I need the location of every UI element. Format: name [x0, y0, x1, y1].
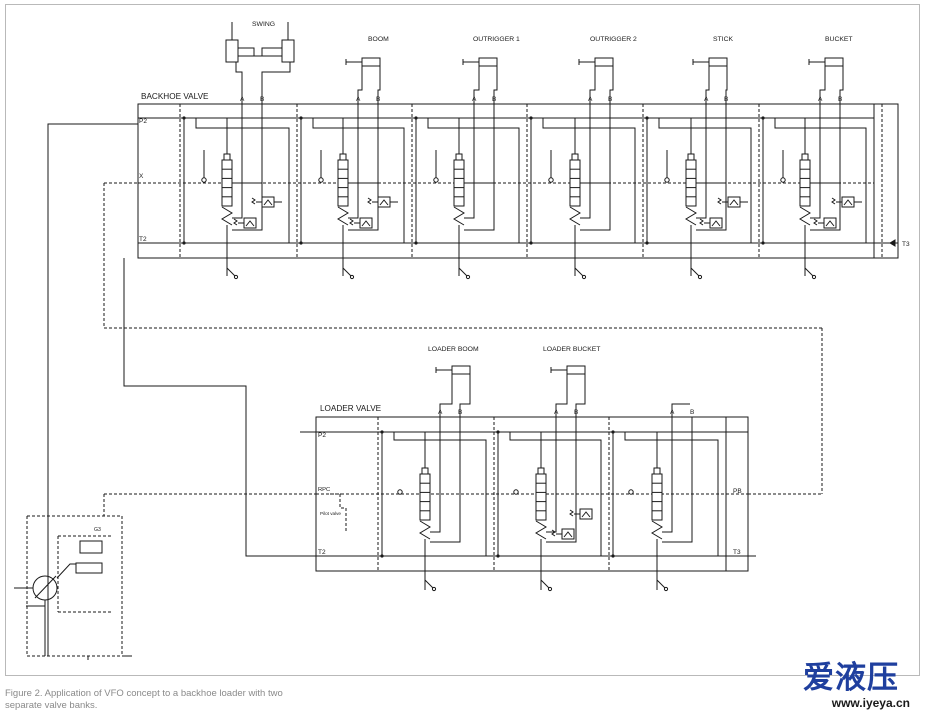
- cylinder: [708, 57, 728, 67]
- backhoe-spool-valve: [569, 159, 581, 207]
- loader-cylinder-label: LOADER BOOM: [428, 346, 479, 353]
- pilot-valve-label: Pilot valve: [320, 511, 341, 516]
- cylinder-label: BOOM: [368, 36, 389, 43]
- p2-supply-backhoe: [47, 123, 138, 656]
- cylinder: [478, 57, 498, 67]
- port-a-label: A: [704, 96, 709, 103]
- loader-port-t3-label: T3: [733, 549, 741, 556]
- loader-cylinder-label: LOADER BUCKET: [543, 346, 600, 353]
- swing-cylinder-right: [281, 39, 295, 63]
- cylinder: [566, 365, 586, 375]
- loader-spool-valve: [535, 473, 547, 521]
- watermark-logo: 爱液压 www.iyeya.cn: [786, 660, 916, 718]
- port-b-label: B: [458, 409, 462, 416]
- cylinder: [361, 57, 381, 67]
- backhoe-spool-valve: [453, 159, 465, 207]
- hydraulic-schematic: BOOM A B OUTRIGGER 1 A B OUTRIGGER 2 A B STICK A B B…: [14, 21, 910, 660]
- port-g3-label: G3: [94, 527, 101, 533]
- port-a-label: A: [356, 96, 361, 103]
- swing-label: SWING: [252, 21, 275, 28]
- relief-valve: [561, 528, 575, 540]
- port-b-label: B: [690, 409, 694, 416]
- relief-valve: [261, 196, 275, 208]
- backhoe-valve-label: BACKHOE VALVE: [141, 92, 209, 101]
- loader-spool-valve: [419, 473, 431, 521]
- port-a-label: A: [240, 96, 245, 103]
- port-b-label: B: [574, 409, 578, 416]
- relief-valve: [841, 196, 855, 208]
- relief-valve: [709, 217, 723, 229]
- port-b-label: B: [492, 96, 496, 103]
- port-a-label: A: [588, 96, 593, 103]
- port-a-label: A: [438, 409, 443, 416]
- relief-valve: [823, 217, 837, 229]
- port-a-label: A: [818, 96, 823, 103]
- port-t2-label: T2: [139, 236, 147, 243]
- port-b-label: B: [260, 96, 264, 103]
- backhoe-spool-valve: [337, 159, 349, 207]
- watermark-url: www.iyeya.cn: [831, 696, 910, 710]
- port-b-label: B: [608, 96, 612, 103]
- cylinder-label: STICK: [713, 36, 733, 43]
- cylinder: [824, 57, 844, 67]
- swing-cylinder-left: [225, 39, 239, 63]
- backhoe-valve-bank: [137, 103, 899, 259]
- relief-valve: [359, 217, 373, 229]
- loader-spool-valve: [651, 473, 663, 521]
- loader-port-t2-label: T2: [318, 549, 326, 556]
- port-rpc-label: RPC: [318, 487, 330, 493]
- pump-compensator: [79, 540, 103, 554]
- port-pb-label: PB: [733, 488, 742, 495]
- cylinder-label: OUTRIGGER 1: [473, 36, 520, 43]
- port-b-label: B: [376, 96, 380, 103]
- relief-valve: [243, 217, 257, 229]
- cylinder-label: BUCKET: [825, 36, 853, 43]
- relief-valve: [579, 508, 593, 520]
- backhoe-spool-valve: [799, 159, 811, 207]
- port-a-label: A: [554, 409, 559, 416]
- port-x-label: X: [139, 173, 144, 180]
- backhoe-spool-valve: [221, 159, 233, 207]
- cylinder-label: OUTRIGGER 2: [590, 36, 637, 43]
- loader-port-p2-label: P2: [318, 432, 326, 439]
- port-t3-label: T3: [902, 241, 910, 248]
- loader-valve-label: LOADER VALVE: [320, 404, 382, 413]
- port-a-label: A: [670, 409, 675, 416]
- backhoe-spool-valve: [685, 159, 697, 207]
- relief-valve: [727, 196, 741, 208]
- pump-control-piston: [75, 562, 103, 574]
- t2-return: [123, 258, 316, 557]
- figure-caption: Figure 2. Application of VFO concept to …: [5, 688, 283, 711]
- cylinder: [594, 57, 614, 67]
- cylinder: [451, 365, 471, 375]
- port-p2-label: P2: [139, 118, 147, 125]
- watermark-chinese: 爱液压: [803, 660, 899, 696]
- figure-frame: [5, 4, 920, 676]
- port-b-label: B: [838, 96, 842, 103]
- port-b-label: B: [724, 96, 728, 103]
- port-a-label: A: [472, 96, 477, 103]
- relief-valve: [377, 196, 391, 208]
